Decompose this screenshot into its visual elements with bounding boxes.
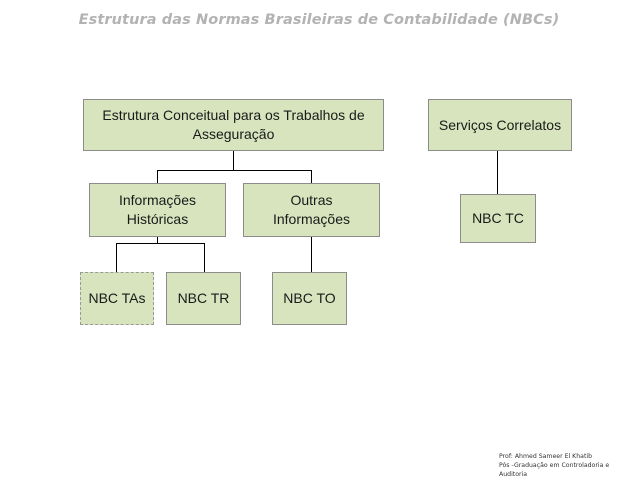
- connector-line: [311, 236, 312, 273]
- box-label: NBC TO: [283, 290, 336, 306]
- box-nbc-tr: NBC TR: [166, 272, 241, 325]
- box-label: NBC TR: [177, 290, 230, 306]
- connector-line: [157, 170, 158, 184]
- connector-line: [116, 243, 117, 273]
- box-outras-informacoes: Outras Informações: [243, 183, 380, 237]
- box-label: NBC TAs: [88, 290, 146, 306]
- box-servicos-correlatos: Serviços Correlatos: [428, 99, 572, 151]
- box-label: Serviços Correlatos: [438, 116, 562, 133]
- box-nbc-tas: NBC TAs: [80, 272, 154, 325]
- box-informacoes-historicas: Informações Históricas: [89, 183, 226, 237]
- connector-line: [497, 150, 498, 195]
- box-estrutura-conceitual: Estrutura Conceitual para os Trabalhos d…: [83, 99, 384, 151]
- connector-line: [233, 150, 234, 171]
- box-label: NBC TC: [472, 210, 524, 226]
- connector-line: [116, 243, 205, 244]
- diagram-title: Estrutura das Normas Brasileiras de Cont…: [78, 12, 560, 28]
- connector-line: [311, 170, 312, 184]
- box-label: Informações Históricas: [118, 192, 197, 227]
- box-nbc-tc: NBC TC: [460, 194, 536, 243]
- box-nbc-to: NBC TO: [272, 272, 347, 325]
- footer-author: Prof: Ahmed Sameer El Khatib: [499, 453, 593, 460]
- connector-line: [204, 243, 205, 273]
- footer-credits: Prof: Ahmed Sameer El Khatib Pós -Gradua…: [499, 452, 638, 479]
- connector-line: [157, 236, 158, 244]
- box-label: Outras Informações: [272, 192, 351, 227]
- connector-line: [157, 170, 312, 171]
- footer-course: Pós -Graduação em Controladoria e Audito…: [499, 462, 610, 478]
- box-label: Estrutura Conceitual para os Trabalhos d…: [102, 107, 365, 142]
